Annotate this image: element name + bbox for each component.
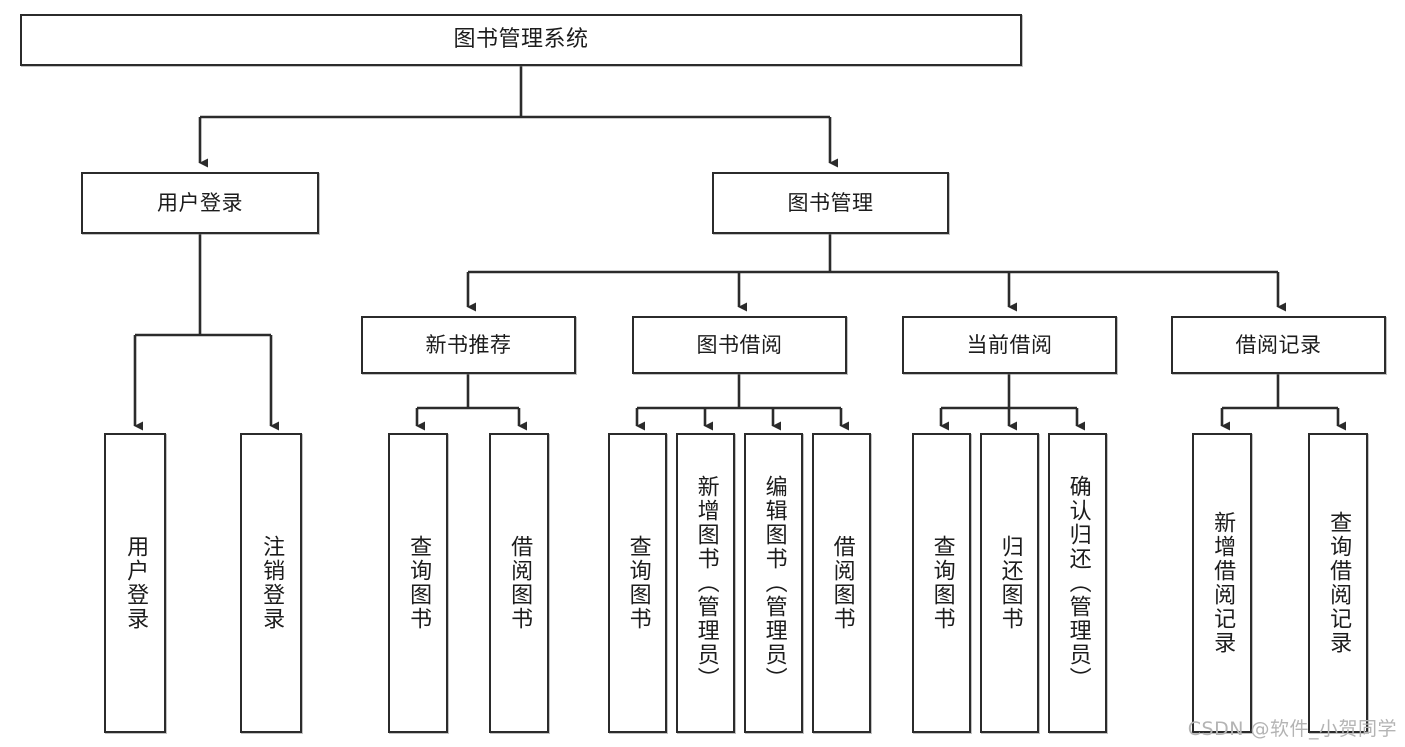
node-label: 新增图书（管理员）	[693, 475, 719, 691]
node-leaf-edit-book[interactable]: 编辑图书（管理员）	[744, 433, 803, 733]
node-leaf-logout[interactable]: 注销登录	[240, 433, 302, 733]
node-label: 归还图书	[997, 535, 1023, 631]
node-label: 新增借阅记录	[1210, 511, 1236, 655]
node-leaf-add-book[interactable]: 新增图书（管理员）	[676, 433, 735, 733]
node-label: 图书借阅	[696, 332, 783, 357]
node-user-login[interactable]: 用户登录	[81, 172, 319, 234]
node-label: 借阅记录	[1235, 332, 1322, 357]
node-label: 确认归还（管理员）	[1065, 475, 1091, 691]
node-label: 图书管理	[787, 190, 874, 215]
node-leaf-query-record[interactable]: 查询借阅记录	[1308, 433, 1368, 733]
node-label: 查询图书	[929, 535, 955, 631]
node-label: 查询借阅记录	[1326, 511, 1352, 655]
node-label: 编辑图书（管理员）	[761, 475, 787, 691]
node-leaf-query-book-1[interactable]: 查询图书	[388, 433, 448, 733]
node-leaf-borrow-book-1[interactable]: 借阅图书	[489, 433, 549, 733]
node-label: 当前借阅	[966, 332, 1053, 357]
node-leaf-query-book-3[interactable]: 查询图书	[912, 433, 971, 733]
node-root[interactable]: 图书管理系统	[20, 14, 1022, 66]
node-label: 查询图书	[625, 535, 651, 631]
node-label: 用户登录	[123, 535, 149, 631]
node-label: 查询图书	[406, 535, 432, 631]
node-leaf-user-login[interactable]: 用户登录	[104, 433, 166, 733]
node-label: 借阅图书	[507, 535, 533, 631]
node-label: 新书推荐	[425, 332, 512, 357]
node-leaf-borrow-book-2[interactable]: 借阅图书	[812, 433, 871, 733]
node-current-borrow[interactable]: 当前借阅	[902, 316, 1117, 374]
node-label: 借阅图书	[829, 535, 855, 631]
node-new-book-recommend[interactable]: 新书推荐	[361, 316, 576, 374]
node-leaf-return-book[interactable]: 归还图书	[980, 433, 1039, 733]
node-label: 用户登录	[157, 190, 243, 215]
node-leaf-confirm-return[interactable]: 确认归还（管理员）	[1048, 433, 1107, 733]
node-leaf-query-book-2[interactable]: 查询图书	[608, 433, 667, 733]
node-label: 注销登录	[259, 535, 285, 631]
node-leaf-add-record[interactable]: 新增借阅记录	[1192, 433, 1252, 733]
node-book-borrow[interactable]: 图书借阅	[632, 316, 847, 374]
node-label: 图书管理系统	[453, 27, 589, 53]
node-borrow-record[interactable]: 借阅记录	[1171, 316, 1386, 374]
node-book-manage[interactable]: 图书管理	[712, 172, 949, 234]
